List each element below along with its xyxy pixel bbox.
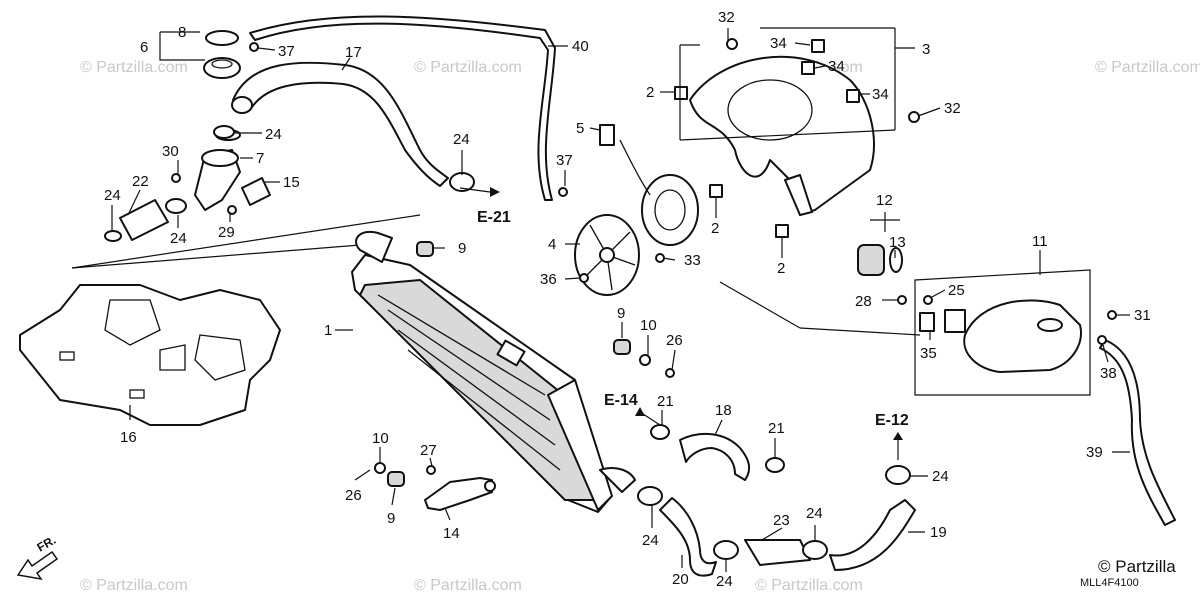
front-indicator: FR. (16, 533, 59, 581)
callout-24: 24 (932, 468, 949, 485)
watermark: © Partzilla.com (755, 577, 863, 594)
fan-motor (599, 124, 699, 246)
callout-3: 3 (922, 41, 930, 58)
overflow-tube (249, 15, 556, 201)
callout-34: 34 (828, 58, 845, 75)
diagram-code: MLL4F4100 (1080, 577, 1139, 589)
thermostat-housing (194, 129, 241, 211)
callout-7: 7 (256, 150, 264, 167)
callout-37: 37 (556, 152, 573, 169)
callout-23: 23 (773, 512, 790, 529)
callout-14: 14 (443, 525, 460, 542)
callout-40: 40 (572, 38, 589, 55)
callout-21: 21 (768, 420, 785, 437)
callout-24: 24 (265, 126, 282, 143)
radiator-part (351, 230, 636, 513)
callout-20: 20 (672, 571, 689, 588)
hose-18 (679, 432, 751, 481)
hose-20 (659, 497, 717, 577)
callout-34: 34 (770, 35, 787, 52)
callout-16: 16 (120, 429, 137, 446)
callout-24: 24 (170, 230, 187, 247)
hose-clamps (165, 125, 911, 560)
callout-6: 6 (140, 39, 148, 56)
fan-blade (574, 214, 640, 296)
callout-2: 2 (646, 84, 654, 101)
callout-35: 35 (920, 345, 937, 362)
callout-2: 2 (777, 260, 785, 277)
hose-19 (829, 499, 916, 571)
bracket-15 (241, 177, 271, 206)
front-label: FR. (35, 533, 59, 555)
watermark: © Partzilla.com (414, 59, 522, 76)
callout-36: 36 (540, 271, 557, 288)
callout-30: 30 (162, 143, 179, 160)
reference-e14: E-14 (604, 392, 638, 409)
callout-8: 8 (178, 24, 186, 41)
callout-24: 24 (806, 505, 823, 522)
callout-22: 22 (132, 173, 149, 190)
callout-19: 19 (930, 524, 947, 541)
callout-labels: 8 6 37 17 40 24 30 7 15 24 22 24 29 24 3… (104, 9, 1151, 590)
callout-26: 26 (345, 487, 362, 504)
callout-5: 5 (576, 120, 584, 137)
callout-32: 32 (718, 9, 735, 26)
watermark: © Partzilla.com (80, 59, 188, 76)
bracket-14 (424, 477, 496, 511)
fan-shroud (689, 55, 875, 216)
callout-38: 38 (1100, 365, 1117, 382)
callout-10: 10 (640, 317, 657, 334)
callout-4: 4 (548, 236, 556, 253)
watermark: © Partzilla.com (414, 577, 522, 594)
radiator-cap (203, 30, 241, 79)
upper-radiator-hose (231, 61, 449, 187)
callout-33: 33 (684, 252, 701, 269)
reference-e12: E-12 (875, 412, 909, 429)
callout-29: 29 (218, 224, 235, 241)
reference-e21: E-21 (477, 209, 511, 226)
reservoir-tube (1099, 339, 1176, 526)
watermark: © Partzilla.com (80, 577, 188, 594)
callout-2: 2 (711, 220, 719, 237)
small-fasteners (171, 38, 1117, 487)
reference-lines (71, 214, 921, 336)
callout-28: 28 (855, 293, 872, 310)
callout-24: 24 (453, 131, 470, 148)
callout-1: 1 (324, 322, 332, 339)
callout-31: 31 (1134, 307, 1151, 324)
callout-12: 12 (876, 192, 893, 209)
callout-10: 10 (372, 430, 389, 447)
callout-34: 34 (872, 86, 889, 103)
callout-37: 37 (278, 43, 295, 60)
callout-24: 24 (716, 573, 733, 590)
callout-24: 24 (642, 532, 659, 549)
pipe-23 (744, 539, 811, 566)
callout-25: 25 (948, 282, 965, 299)
callout-15: 15 (283, 174, 300, 191)
callout-13: 13 (889, 234, 906, 251)
callout-21: 21 (657, 393, 674, 410)
callout-26: 26 (666, 332, 683, 349)
reservoir-tank (914, 269, 1091, 396)
collar-12 (857, 244, 903, 276)
callout-27: 27 (420, 442, 437, 459)
heat-guard-part (19, 284, 281, 426)
reference-arrows (490, 187, 903, 440)
callout-18: 18 (715, 402, 732, 419)
callout-39: 39 (1086, 444, 1103, 461)
callout-11: 11 (1032, 233, 1048, 250)
callout-32: 32 (944, 100, 961, 117)
copyright-text: © Partzilla (1098, 557, 1176, 576)
leader-lines (111, 27, 1130, 572)
callout-17: 17 (345, 44, 362, 61)
callout-9: 9 (617, 305, 625, 322)
callout-9: 9 (387, 510, 395, 527)
watermark: © Partzilla.com (1095, 59, 1200, 76)
front-arrow-icon (16, 550, 59, 581)
callout-24: 24 (104, 187, 121, 204)
callout-9: 9 (458, 240, 466, 257)
